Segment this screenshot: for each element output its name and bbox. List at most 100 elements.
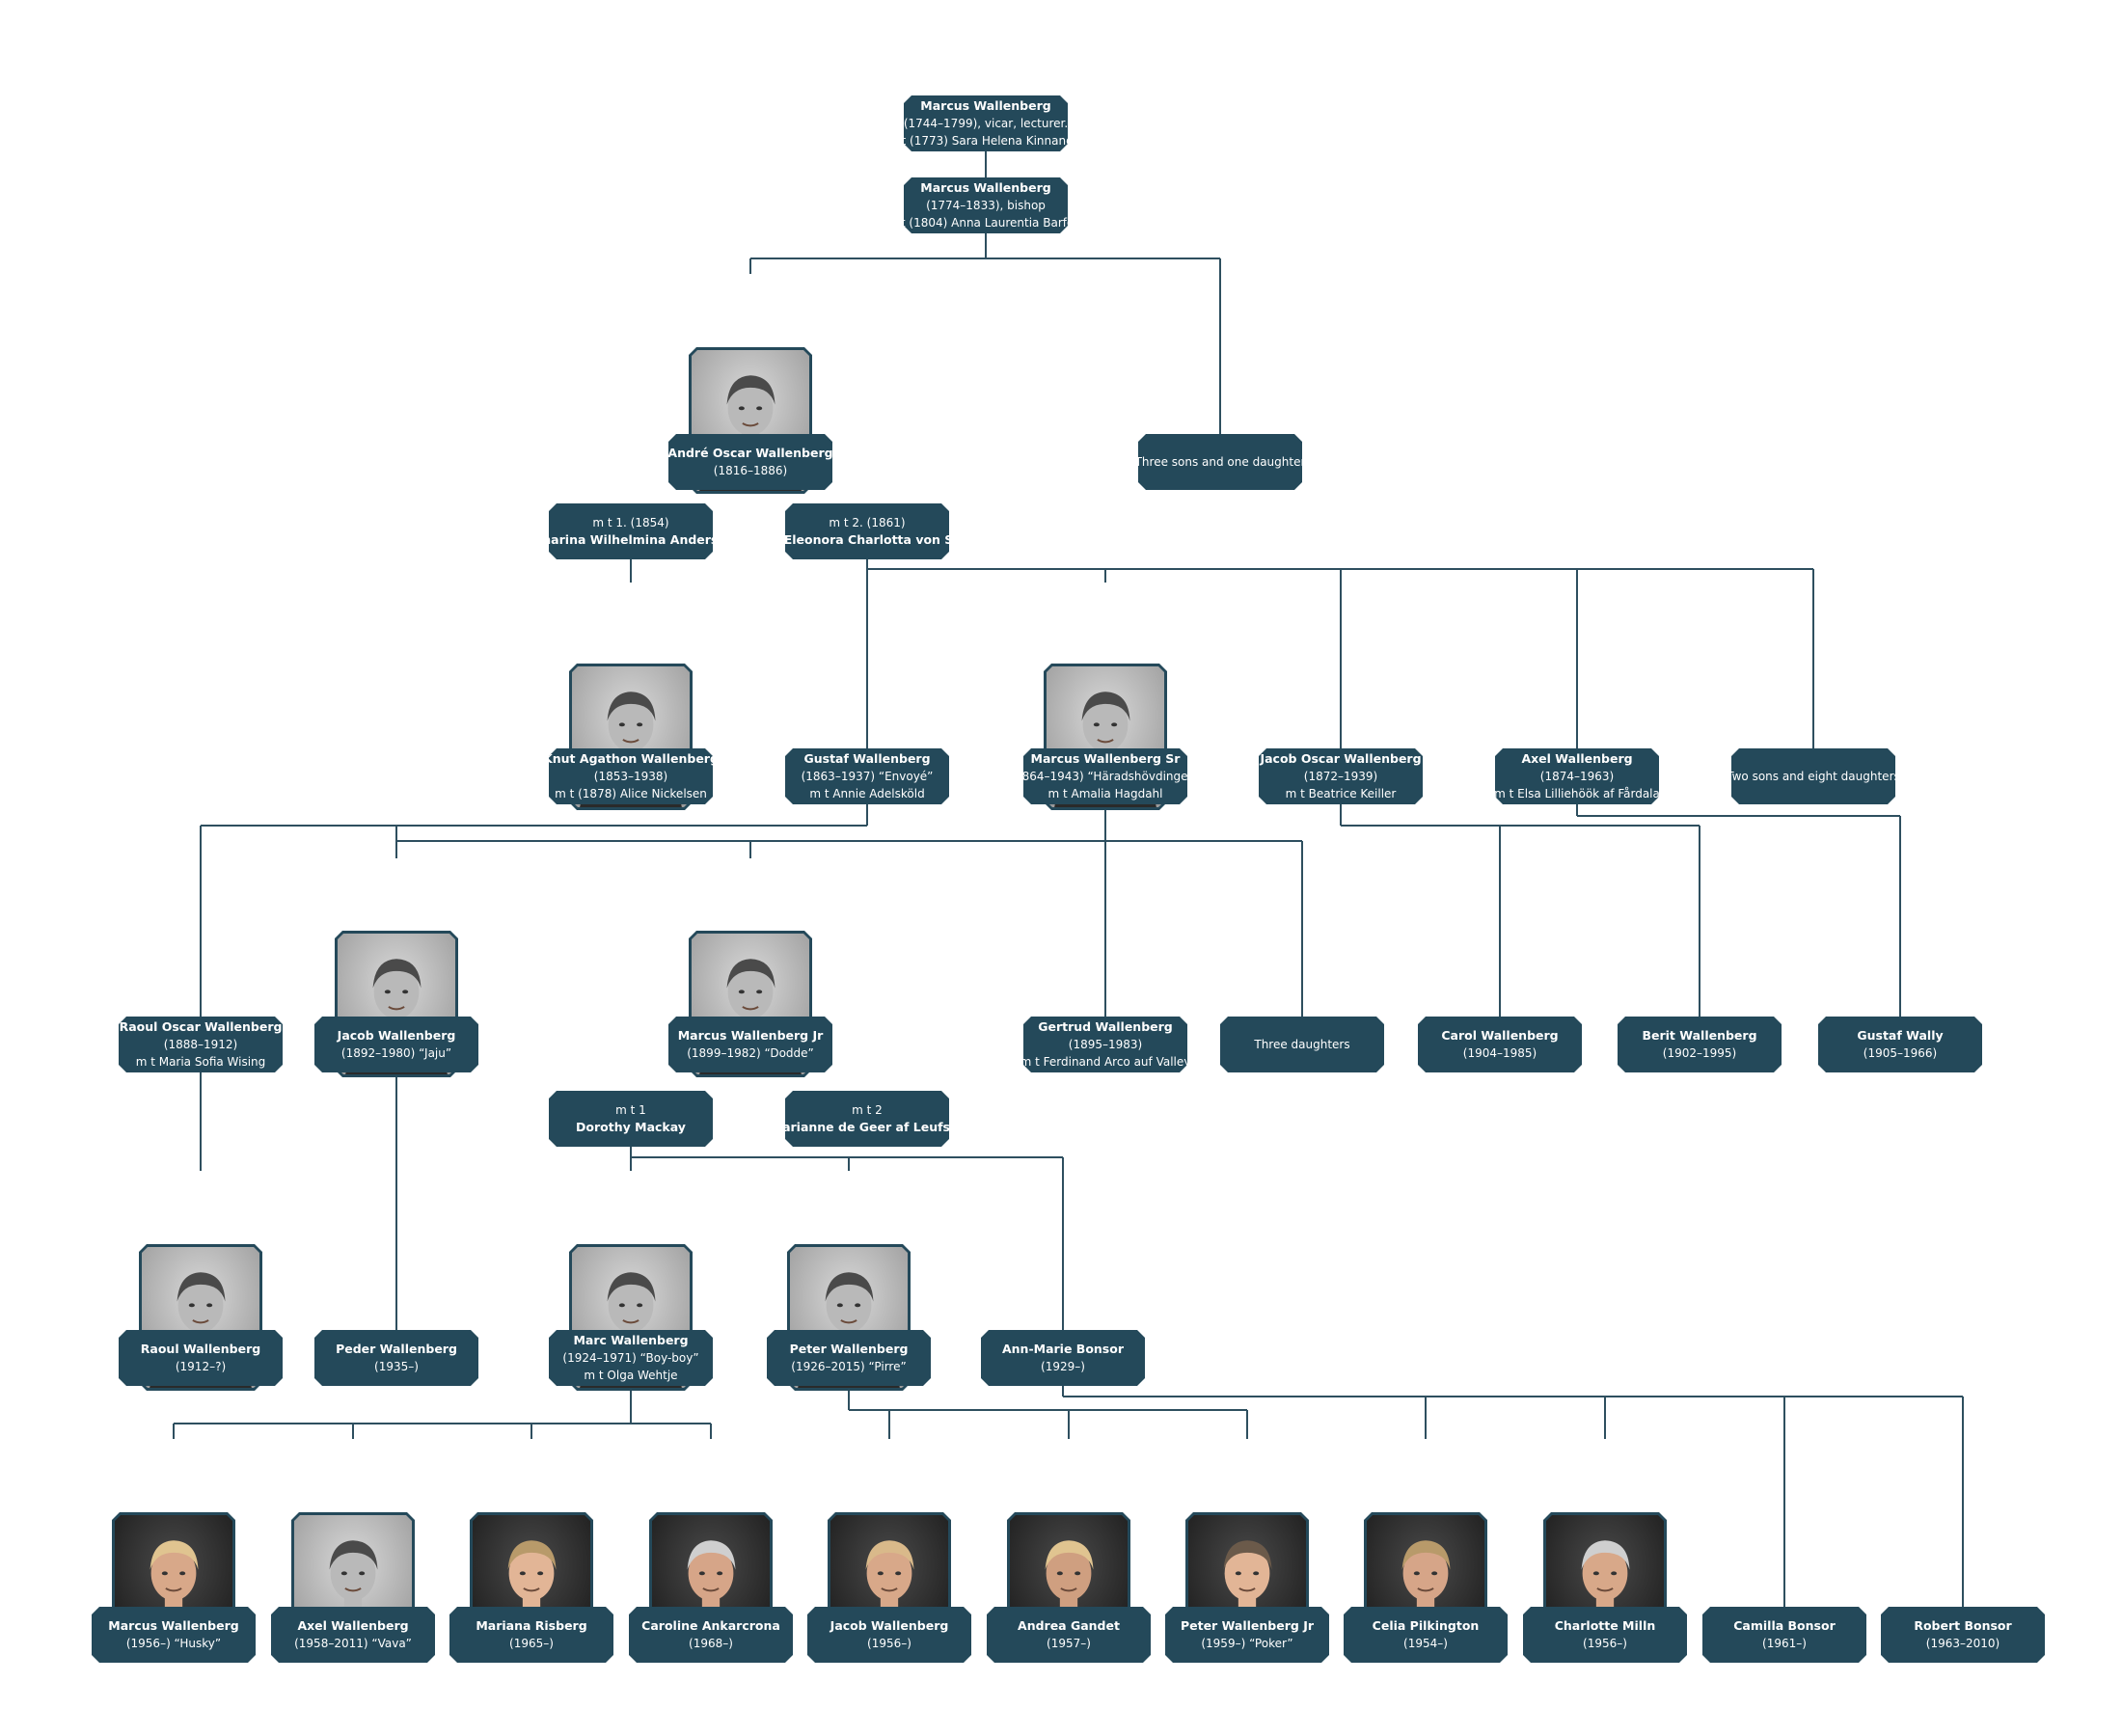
- person-name: André Oscar Wallenberg: [667, 446, 833, 460]
- person-caroline: Caroline Ankarcrona (1968–): [629, 1607, 793, 1663]
- person-detail: (1904–1985): [1462, 1046, 1537, 1060]
- person-camilla: Camilla Bonsor (1961–): [1702, 1607, 1866, 1663]
- person-name: Jacob Oscar Wallenberg: [1260, 751, 1422, 766]
- person-detail: m t Ferdinand Arco auf Valley: [1020, 1055, 1191, 1069]
- person-name: Marcus Wallenberg: [920, 180, 1051, 195]
- spouse-dorothy-mackay: m t 1 Dorothy Mackay: [549, 1091, 713, 1147]
- person-detail: m t (1804) Anna Laurentia Barfoth: [885, 216, 1086, 230]
- person-marcus-1744: Marcus Wallenberg(1744–1799), vicar, lec…: [904, 95, 1068, 151]
- spouse-catharina: m t 1. (1854)Catharina Wilhelmina Anders…: [549, 503, 713, 559]
- person-charlotte: Charlotte Milln(1956–): [1523, 1607, 1687, 1663]
- person-axel-1874: Axel Wallenberg (1874–1963) m t Elsa Lilli…: [1495, 748, 1659, 804]
- person-detail: (1926–2015) “Pirre”: [791, 1360, 907, 1373]
- person-name: Caroline Ankarcrona: [641, 1618, 780, 1633]
- person-detail: m t (1773) Sara Helena Kinnander: [886, 134, 1086, 148]
- person-name: Marcus Wallenberg: [108, 1618, 239, 1633]
- person-gustaf-1863: Gustaf Wallenberg(1863–1937) “Envoyé”m t…: [785, 748, 949, 804]
- person-celia: Celia Pilkington(1954–): [1344, 1607, 1508, 1663]
- person-detail: (1774–1833), bishop: [926, 199, 1046, 212]
- connector-line: [173, 1386, 712, 1439]
- person-robert: Robert Bonsor (1963–2010): [1881, 1607, 2045, 1663]
- connector-line: [630, 1147, 1064, 1330]
- person-marc: Marc Wallenberg (1924–1971) “Boy-boy” m t …: [549, 1330, 713, 1386]
- person-name: Carol Wallenberg: [1441, 1028, 1559, 1043]
- person-three-daughters: Three daughters: [1220, 1017, 1384, 1072]
- person-marcus-sr: Marcus Wallenberg Sr(1864–1943) “Häradsh…: [1023, 748, 1187, 804]
- person-name: Marc Wallenberg: [573, 1333, 689, 1347]
- connector-line: [1062, 1386, 1964, 1607]
- person-name: Raoul Wallenberg: [140, 1342, 261, 1356]
- person-detail: (1929–): [1041, 1360, 1085, 1373]
- person-detail: (1965–): [509, 1637, 554, 1650]
- person-name: Knut Agathon Wallenberg: [543, 751, 719, 766]
- person-detail: (1874–1963): [1539, 770, 1615, 783]
- person-gustaf-wally: Gustaf Wally(1905–1966): [1818, 1017, 1982, 1072]
- person-name: Three sons and one daughter: [1134, 455, 1306, 469]
- person-detail: m t Beatrice Keiller: [1285, 787, 1397, 800]
- person-detail: m t Elsa Lilliehöök af Fårdala: [1494, 787, 1660, 800]
- person-name: m t 2. (1861): [829, 516, 906, 529]
- person-peder: Peder Wallenberg(1935–): [314, 1330, 478, 1386]
- person-gertrud: Gertrud Wallenberg(1895–1983)m t Ferdina…: [1023, 1017, 1187, 1072]
- person-marcus-jr: Marcus Wallenberg Jr (1899–1982) “Dodde”: [668, 1017, 832, 1072]
- person-detail: (1924–1971) “Boy-boy”: [562, 1351, 699, 1365]
- person-mariana: Mariana Risberg (1965–): [449, 1607, 613, 1663]
- person-name: Two sons and eight daughters: [1727, 770, 1900, 783]
- person-berit: Berit Wallenberg(1902–1995): [1618, 1017, 1782, 1072]
- person-detail: m t Maria Sofia Wising: [135, 1055, 266, 1069]
- person-name: Ann-Marie Bonsor: [1001, 1342, 1125, 1356]
- person-detail: (1963–2010): [1925, 1637, 2000, 1650]
- person-name: Robert Bonsor: [1914, 1618, 2012, 1633]
- person-detail: m t Olga Wehtje: [584, 1369, 678, 1382]
- person-axel-1958: Axel Wallenberg(1958–2011) “Vava”: [271, 1607, 435, 1663]
- person-name: Three daughters: [1254, 1038, 1350, 1051]
- connector-line: [1576, 804, 1901, 1017]
- person-jacob-oscar: Jacob Oscar Wallenberg (1872–1939) m t Bea…: [1259, 748, 1423, 804]
- person-detail: (1956–): [867, 1637, 911, 1650]
- person-detail: m t Amalia Hagdahl: [1047, 787, 1163, 800]
- person-detail: Marianne de Geer af Leufsta: [770, 1120, 965, 1134]
- connector-line: [1340, 804, 1700, 1017]
- person-name: Camilla Bonsor: [1733, 1618, 1836, 1633]
- person-name: m t 1. (1854): [592, 516, 669, 529]
- person-name: Andrea Gandet: [1018, 1618, 1120, 1633]
- person-detail: (1872–1939): [1303, 770, 1378, 783]
- person-detail: (1888–1912): [163, 1038, 238, 1051]
- person-detail: (1961–): [1762, 1637, 1807, 1650]
- person-detail: Dorothy Mackay: [576, 1120, 686, 1134]
- person-name: Mariana Risberg: [476, 1618, 587, 1633]
- person-detail: (1958–2011) “Vava”: [294, 1637, 412, 1650]
- person-name: Jacob Wallenberg: [337, 1028, 456, 1043]
- person-raoul-oscar: Raoul Oscar Wallenberg(1888–1912)m t Mar…: [119, 1017, 283, 1072]
- person-name: Marcus Wallenberg: [920, 98, 1051, 113]
- person-detail: (1959–) “Poker”: [1201, 1637, 1293, 1650]
- person-name: Charlotte Milln: [1554, 1618, 1656, 1633]
- person-name: Peter Wallenberg: [789, 1342, 909, 1356]
- person-name: Gertrud Wallenberg: [1038, 1019, 1173, 1034]
- person-raoul-1912: Raoul Wallenberg(1912–?): [119, 1330, 283, 1386]
- person-detail: (1892–1980) “Jaju”: [340, 1046, 452, 1060]
- person-peter-jr: Peter Wallenberg Jr(1959–) “Poker”: [1165, 1607, 1329, 1663]
- person-andre-oscar: André Oscar Wallenberg (1816–1886): [668, 434, 832, 490]
- connector-line: [200, 804, 1303, 1017]
- person-name: m t 1: [615, 1103, 646, 1117]
- person-name: Marcus Wallenberg Jr: [677, 1028, 824, 1043]
- person-detail: (1899–1982) “Dodde”: [687, 1046, 814, 1060]
- person-detail: (1905–1966): [1863, 1046, 1938, 1060]
- connector-line: [749, 233, 1221, 434]
- person-detail: m t (1878) Alice Nickelsen: [555, 787, 707, 800]
- person-name: Berit Wallenberg: [1642, 1028, 1757, 1043]
- person-detail: (1968–): [689, 1637, 733, 1650]
- person-knut-agathon: Knut Agathon Wallenberg(1853–1938)m t (1…: [549, 748, 713, 804]
- person-detail: (1816–1886): [713, 464, 788, 477]
- person-three-sons-one-daughter: Three sons and one daughter: [1138, 434, 1302, 490]
- person-detail: m t Annie Adelsköld: [809, 787, 925, 800]
- person-carol: Carol Wallenberg (1904–1985): [1418, 1017, 1582, 1072]
- person-jacob-1956: Jacob Wallenberg(1956–): [807, 1607, 971, 1663]
- person-name: Axel Wallenberg: [1521, 751, 1633, 766]
- connector-line: [866, 559, 1814, 748]
- person-detail: (1956–) “Husky”: [125, 1637, 222, 1650]
